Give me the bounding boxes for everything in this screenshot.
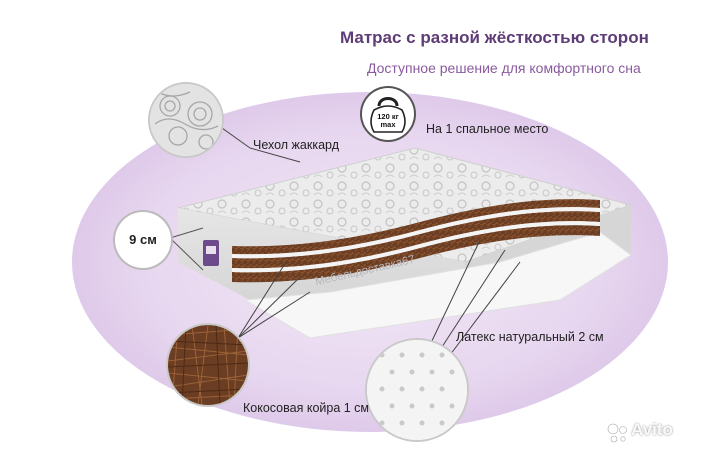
coir-label: Кокосовая койра 1 см bbox=[243, 401, 370, 415]
avito-logo-icon bbox=[607, 423, 627, 443]
page-title: Матрас с разной жёсткостью сторон bbox=[340, 28, 649, 47]
coir-layer-bottom bbox=[232, 225, 600, 283]
coir-layer-middle bbox=[232, 211, 600, 269]
latex-block bbox=[243, 231, 632, 339]
jacquard-swatch bbox=[150, 84, 222, 156]
max-weight-badge: 120 кг max bbox=[362, 88, 414, 140]
sleeping-place-label: На 1 спальное место bbox=[426, 122, 549, 136]
coir-layer-top bbox=[232, 199, 600, 255]
latex-swatch bbox=[367, 340, 467, 440]
coir-swatch bbox=[168, 325, 248, 405]
height-label: 9 см bbox=[129, 232, 157, 247]
kettlebell-icon bbox=[370, 97, 406, 133]
weight-value: 120 кг bbox=[377, 112, 399, 121]
weight-unit: max bbox=[380, 120, 396, 129]
avito-watermark: Avito bbox=[631, 420, 673, 439]
height-badge: 9 см bbox=[115, 212, 171, 268]
cover-label: Чехол жаккард bbox=[253, 138, 339, 152]
page-subtitle: Доступное решение для комфортного сна bbox=[367, 60, 641, 76]
latex-label: Латекс натуральный 2 см bbox=[456, 330, 604, 344]
